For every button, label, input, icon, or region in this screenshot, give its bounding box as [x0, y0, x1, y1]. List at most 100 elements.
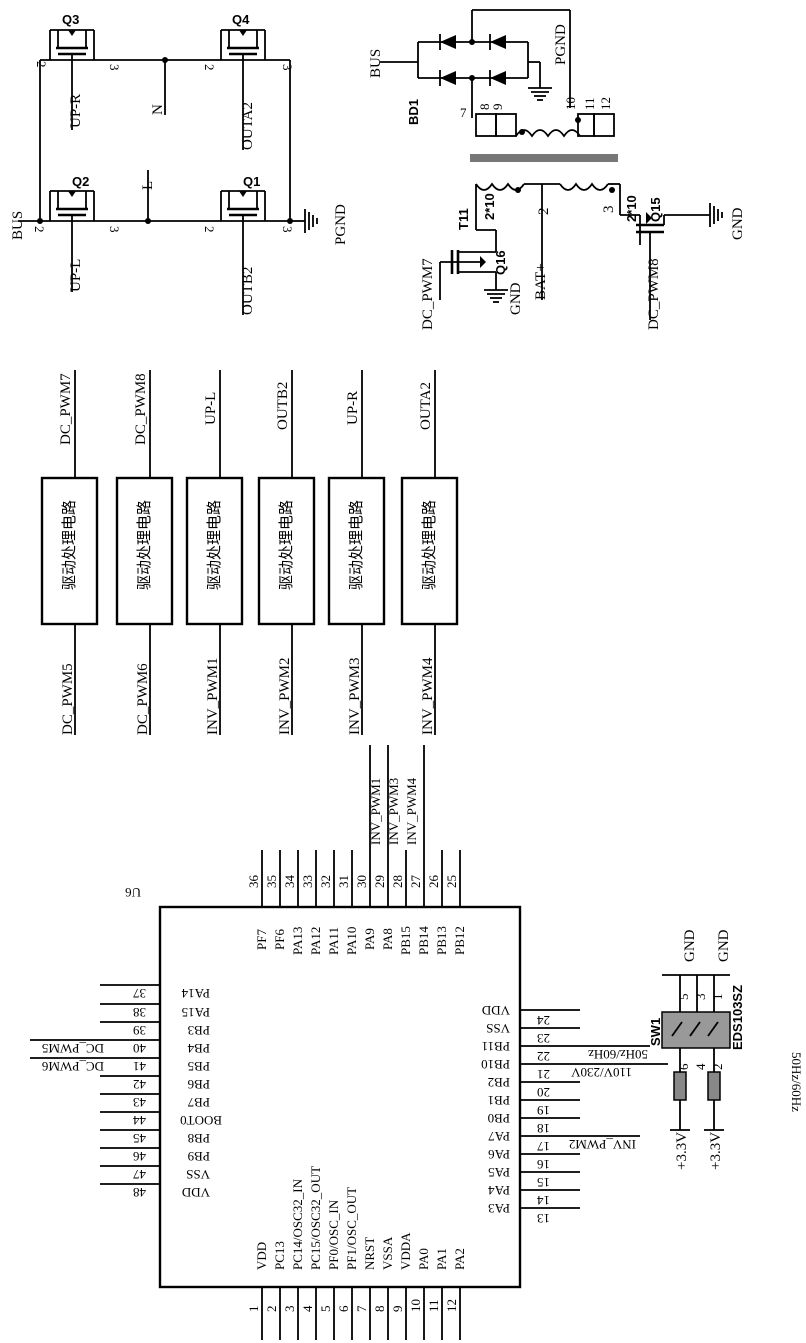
driver-6-input: INV_PWM4 — [420, 657, 436, 735]
pin-name-pa10: PA10 — [344, 927, 359, 955]
primary-winding — [515, 129, 581, 138]
pin-36: 36 — [246, 875, 261, 889]
driver-1-input: DC_PWM5 — [60, 663, 76, 735]
sw1-pin-5: 5 — [676, 994, 691, 1001]
pin-name-pa11: PA11 — [326, 927, 341, 955]
pin-name-pb1: PB1 — [488, 1093, 510, 1108]
pin-46: 46 — [133, 1149, 147, 1164]
pin-name-pa8: PA8 — [380, 928, 395, 950]
pin-name-pa3: PA3 — [488, 1201, 510, 1216]
pin-48: 48 — [133, 1185, 146, 1200]
pin-14: 14 — [537, 1193, 551, 1208]
q15-mosfet-icon — [646, 212, 652, 224]
driver-2-output: DC_PWM8 — [133, 373, 149, 445]
pin-name-pa13: PA13 — [290, 927, 305, 955]
driver-box-2: DC_PWM8 驱动处理电路 DC_PWM6 — [115, 370, 174, 735]
mcu-top-pins: 36 35 34 33 32 31 30 29 28 27 26 25 PF7 … — [246, 745, 467, 955]
gate-outa2: OUTA2 — [240, 102, 256, 150]
pin-43: 43 — [133, 1095, 146, 1110]
driver-5-label: 驱动处理电路 — [348, 500, 365, 590]
driver-box-5: UP-R 驱动处理电路 INV_PWM3 — [327, 370, 386, 735]
pin-13: 13 — [537, 1211, 550, 1226]
pin-1: 1 — [246, 1306, 261, 1313]
driver-5-output: UP-R — [345, 391, 361, 425]
pin-name-pb11: PB11 — [482, 1039, 510, 1054]
pin-name-vdd: VDD — [254, 1242, 269, 1270]
sec-pin-2: 2 — [536, 208, 552, 216]
pin-10: 10 — [408, 1299, 423, 1312]
rect-diode-3 — [439, 69, 457, 87]
q4-label: Q4 — [232, 12, 250, 27]
bat-plus-label: BAT+ — [533, 263, 549, 300]
resistor-2 — [707, 1071, 721, 1101]
pin-name-pb5: PB5 — [188, 1059, 210, 1074]
q3-mosfet-icon — [48, 28, 96, 84]
pin-4: 4 — [300, 1305, 315, 1312]
t-pin-12: 12 — [598, 97, 613, 110]
pin-name-pa0: PA0 — [416, 1248, 431, 1270]
pin-44: 44 — [133, 1113, 147, 1128]
pin-name-vdd-right: VDD — [482, 1003, 510, 1018]
pin-name-pb10: PB10 — [481, 1057, 510, 1072]
q1-pin3: 3 — [280, 226, 295, 233]
sw1-gnd-1: GND — [682, 929, 698, 962]
pin-name-pf7: PF7 — [254, 929, 269, 950]
bus-label: BUS — [10, 211, 26, 240]
driver-2-input: DC_PWM6 — [135, 663, 151, 735]
driver-4-input: INV_PWM2 — [277, 658, 293, 736]
pin-name-pa15: PA15 — [182, 1005, 210, 1020]
pin-name-pb3: PB3 — [188, 1023, 210, 1038]
pin-23: 23 — [537, 1031, 550, 1046]
pin-name-pb9: PB9 — [188, 1149, 210, 1164]
driver-2-label: 驱动处理电路 — [136, 500, 153, 590]
mcu-body — [158, 905, 522, 1289]
pin-name-pb2: PB2 — [488, 1075, 510, 1090]
pin-27: 27 — [408, 875, 423, 889]
driver-box-3: UP-L 驱动处理电路 INV_PWM1 — [185, 370, 244, 735]
q4-pin3: 3 — [280, 64, 295, 71]
pin-name-pa12: PA12 — [308, 927, 323, 955]
driver-4-output: OUTB2 — [275, 382, 291, 430]
driver-box-4: OUTB2 驱动处理电路 INV_PWM2 — [257, 370, 316, 736]
pin-name-pa14: PA14 — [181, 986, 210, 1001]
q16-label: Q16 — [493, 250, 508, 275]
pin-name-pb14: PB14 — [416, 926, 431, 955]
pin-16: 16 — [537, 1157, 551, 1172]
pin-21: 21 — [537, 1067, 550, 1082]
pin-2: 2 — [264, 1306, 279, 1313]
driver-3-output: UP-L — [203, 392, 219, 425]
v33-label-1: +3.3V — [674, 1132, 690, 1170]
q3-pin2: 2 — [34, 61, 49, 68]
driver-6-label: 驱动处理电路 — [421, 500, 438, 590]
pin-name-pb6: PB6 — [187, 1077, 210, 1092]
bd-pgnd-label: PGND — [553, 24, 569, 65]
pin-39: 39 — [133, 1023, 146, 1038]
pin-name-pb4: PB4 — [187, 1041, 210, 1056]
q1-pin2: 2 — [202, 226, 217, 233]
pin-30: 30 — [354, 875, 369, 888]
q4-mosfet-icon — [219, 28, 267, 84]
t-pin-8: 8 — [477, 104, 492, 111]
pin-17: 17 — [537, 1139, 551, 1154]
mcu-left-pins: 37 38 39 40 41 42 43 44 45 46 47 48 PA14… — [30, 984, 222, 1200]
q4-pin2: 2 — [202, 64, 217, 71]
q16-mosfet-icon — [480, 256, 486, 268]
pin-22: 22 — [537, 1049, 550, 1064]
net-inv-pwm3: INV_PWM3 — [386, 778, 401, 845]
bd-bus-label: BUS — [368, 49, 384, 78]
pin-name-pb13: PB13 — [434, 926, 449, 955]
node-l-label: L — [140, 181, 156, 190]
pin-name-nrst: NRST — [362, 1237, 377, 1270]
q2-mosfet-icon — [48, 189, 96, 245]
pin-11: 11 — [426, 1299, 441, 1312]
driver-box-1: DC_PWM7 驱动处理电路 DC_PWM5 — [40, 370, 99, 735]
net-inv-pwm4: INV_PWM4 — [404, 777, 419, 845]
sw1-label: SW1 — [648, 1018, 663, 1046]
pin-name-pf1: PF1/OSC_OUT — [344, 1187, 359, 1270]
secondary-winding-2 — [559, 182, 609, 191]
pin-name-pc14: PC14/OSC32_IN — [290, 1178, 305, 1270]
t11-ratio-2: 2*10 — [624, 195, 639, 222]
pin-name-pb12: PB12 — [452, 926, 467, 955]
t-pin-block-1 — [475, 113, 497, 137]
